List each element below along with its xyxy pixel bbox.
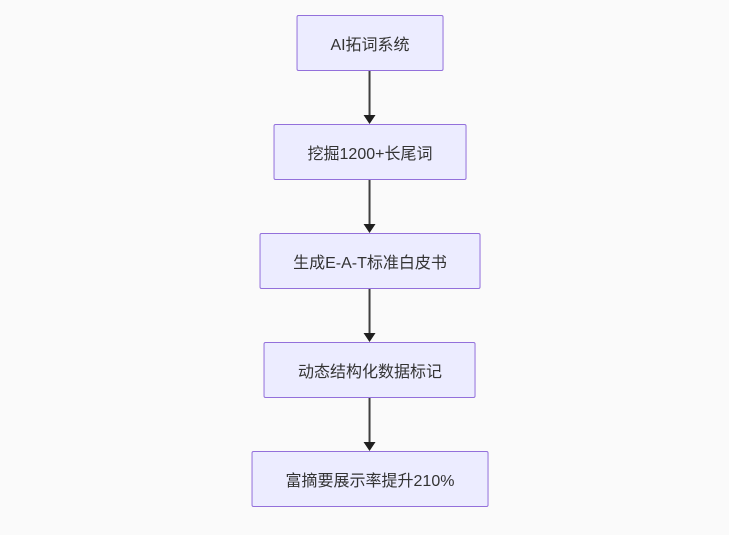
flow-node-structured-data-markup: 动态结构化数据标记 <box>263 342 476 398</box>
flow-node-eat-whitepaper: 生成E-A-T标准白皮书 <box>259 233 481 289</box>
flow-node-longtail-keywords: 挖掘1200+长尾词 <box>273 124 467 180</box>
flow-node-label: 动态结构化数据标记 <box>297 364 442 381</box>
arrow-down-icon <box>364 224 376 233</box>
flow-node-rich-snippet-rate: 富摘要展示率提升210% <box>251 451 489 507</box>
arrow-line <box>369 71 371 115</box>
flow-node-ai-word-expansion: AI拓词系统 <box>296 15 444 71</box>
flow-node-label: 富摘要展示率提升210% <box>285 473 455 490</box>
arrow-line <box>369 289 371 333</box>
arrow-connector <box>364 289 376 342</box>
arrow-line <box>369 180 371 224</box>
flowchart-column: AI拓词系统 挖掘1200+长尾词 生成E-A-T标准白皮书 动态结构化数据标记 <box>251 15 489 507</box>
flow-node-label: 挖掘1200+长尾词 <box>307 146 433 163</box>
arrow-down-icon <box>364 442 376 451</box>
flow-node-label: AI拓词系统 <box>330 37 410 54</box>
arrow-connector <box>364 180 376 233</box>
arrow-connector <box>364 71 376 124</box>
arrow-down-icon <box>364 333 376 342</box>
arrow-connector <box>364 398 376 451</box>
arrow-line <box>369 398 371 442</box>
arrow-down-icon <box>364 115 376 124</box>
flow-node-label: 生成E-A-T标准白皮书 <box>293 255 447 272</box>
